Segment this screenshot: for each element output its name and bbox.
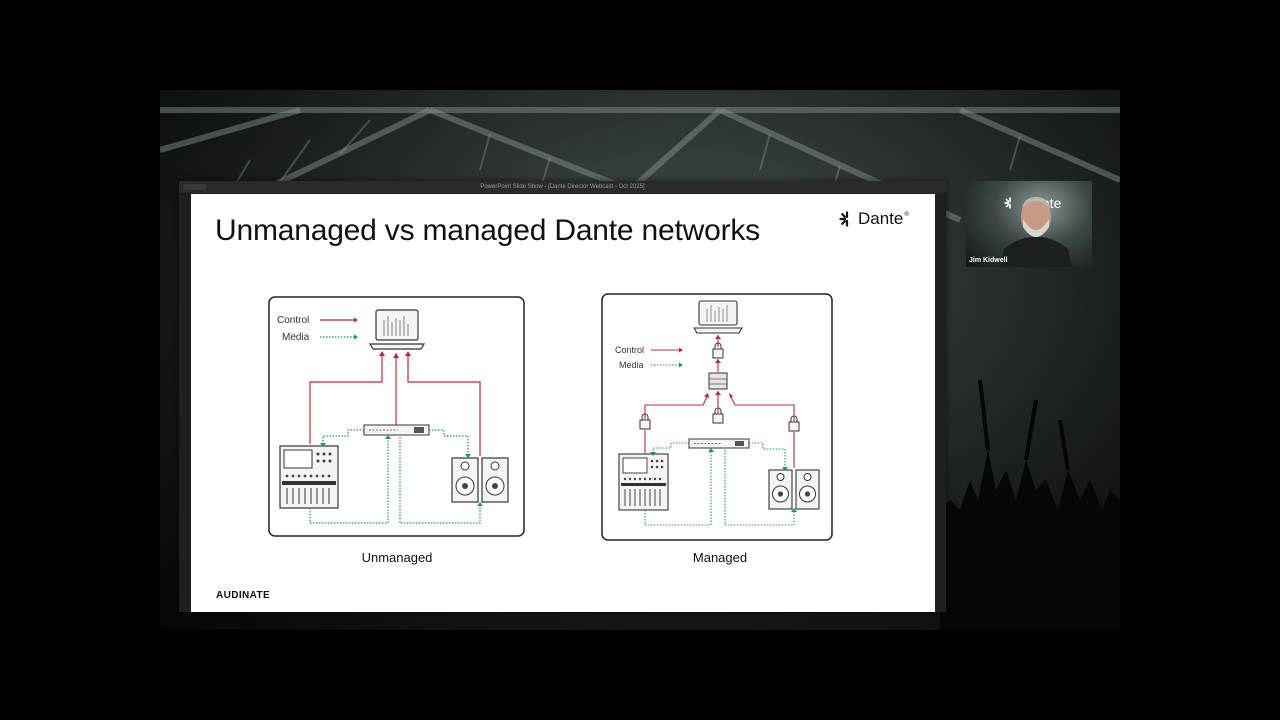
managed-diagram: Control Media bbox=[601, 293, 833, 541]
unmanaged-diagram: Control Media bbox=[268, 296, 525, 537]
webcam-video-tile[interactable]: nte Jim Kidwell bbox=[966, 181, 1092, 267]
window-title: PowerPoint Slide Show - [Dante Director … bbox=[480, 184, 645, 190]
legend-control-label: Control bbox=[615, 345, 644, 355]
webcam-participant-name: Jim Kidwell bbox=[969, 257, 1008, 264]
laptop-icon bbox=[368, 309, 426, 350]
brand-registered: ® bbox=[904, 212, 909, 218]
brand-name: Dante bbox=[858, 209, 904, 228]
window-titlebar[interactable]: PowerPoint Slide Show - [Dante Director … bbox=[179, 181, 946, 193]
laptop-icon bbox=[693, 300, 743, 334]
dante-mark-icon bbox=[1004, 197, 1011, 209]
mixer-console-icon bbox=[279, 445, 339, 509]
crowd-silhouette bbox=[940, 379, 1120, 630]
slide-title: Unmanaged vs managed Dante networks bbox=[215, 214, 760, 247]
speakers-icon bbox=[768, 469, 820, 510]
slideshow-window[interactable]: PowerPoint Slide Show - [Dante Director … bbox=[179, 181, 946, 612]
server-icon bbox=[708, 372, 728, 390]
legend-media-label: Media bbox=[619, 360, 644, 370]
legend-control-label: Control bbox=[277, 315, 309, 326]
legend-media-label: Media bbox=[282, 332, 310, 343]
caption-unmanaged: Unmanaged bbox=[361, 550, 433, 565]
switch-icon bbox=[363, 424, 430, 436]
presenter-silhouette bbox=[1000, 197, 1072, 267]
dante-mark-icon bbox=[839, 211, 849, 227]
switch-icon bbox=[688, 438, 750, 449]
audinate-footer: AUDINATE bbox=[216, 590, 271, 601]
slide-canvas: Unmanaged vs managed Dante networks Dant… bbox=[191, 194, 935, 612]
dante-logo: Dante ® bbox=[839, 209, 909, 229]
mixer-console-icon bbox=[618, 453, 669, 511]
caption-managed: Managed bbox=[692, 550, 748, 565]
window-controls[interactable] bbox=[183, 184, 207, 190]
speakers-icon bbox=[451, 457, 509, 503]
